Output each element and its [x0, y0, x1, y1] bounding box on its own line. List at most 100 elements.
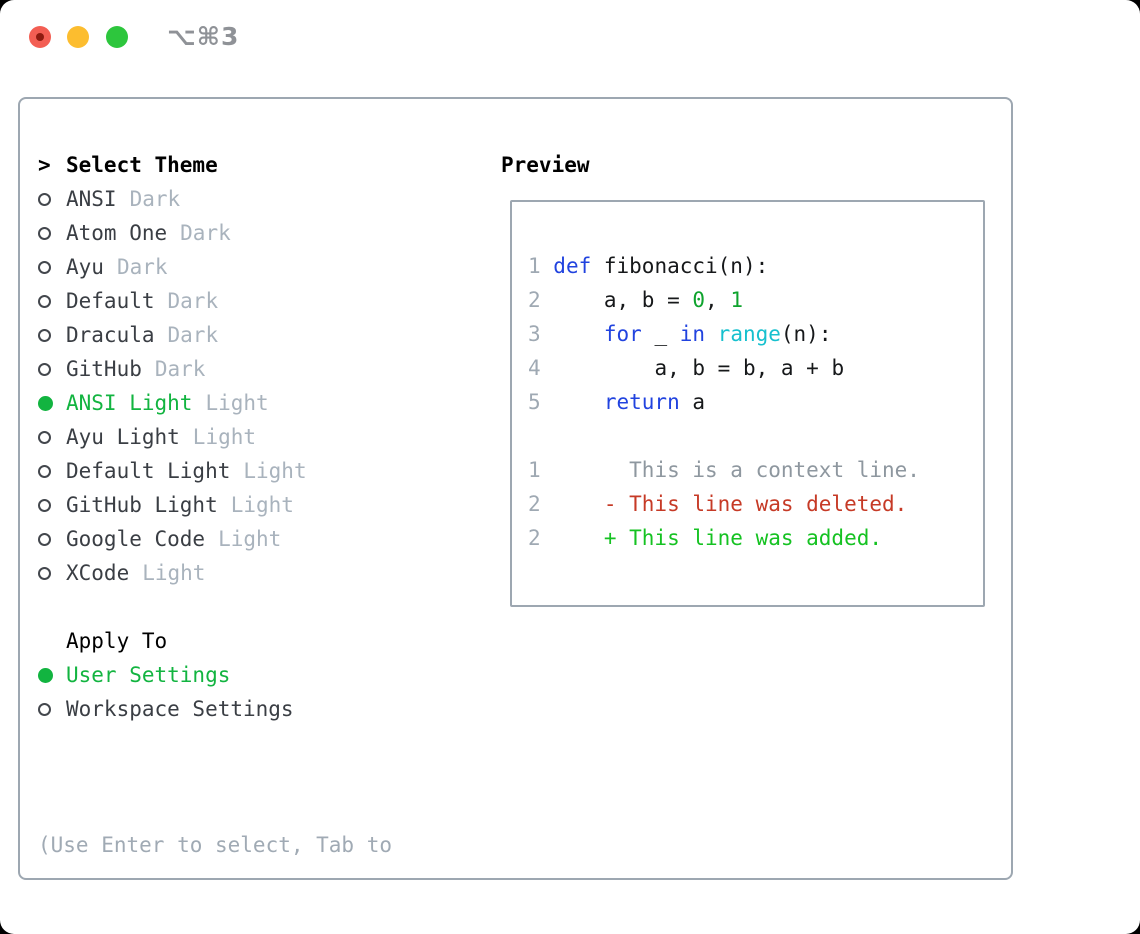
radio-column — [38, 498, 66, 512]
theme-name: GitHub — [66, 357, 142, 381]
radio-icon — [38, 362, 51, 376]
radio-icon — [38, 328, 51, 342]
radio-column — [38, 395, 66, 411]
radio-icon — [38, 532, 51, 546]
theme-name: GitHub Light — [66, 493, 218, 517]
apply-to-option-label: User Settings — [66, 663, 231, 687]
theme-option[interactable]: GitHub Light Light — [38, 488, 392, 522]
code-segment: + This line was added. — [603, 526, 883, 550]
theme-option[interactable]: GitHub Dark — [38, 352, 392, 386]
code-segment: a, b = b, a + b — [654, 356, 845, 380]
radio-icon — [38, 226, 51, 240]
code-segment: for — [603, 322, 655, 346]
line-number: 2 — [528, 288, 604, 312]
radio-column — [38, 192, 66, 206]
radio-column — [38, 566, 66, 580]
radio-column — [38, 464, 66, 478]
hint-text: (Use Enter to select, Tab to change focu… — [38, 760, 392, 934]
radio-icon — [38, 464, 51, 478]
radio-icon — [38, 702, 51, 716]
code-line: 1 This is a context line. — [528, 453, 983, 487]
radio-icon — [38, 498, 51, 512]
apply-to-header: Apply To — [38, 624, 392, 658]
theme-option[interactable]: XCode Light — [38, 556, 392, 590]
code-segment: - This line was deleted. — [603, 492, 908, 516]
theme-variant-tag: Light — [205, 391, 269, 415]
theme-panel-title: Select Theme — [66, 153, 218, 177]
line-number: 1 — [528, 458, 630, 482]
code-segment: _ — [654, 322, 680, 346]
theme-name: Dracula — [66, 323, 155, 347]
line-number: 5 — [528, 390, 604, 414]
code-segment: range — [717, 322, 781, 346]
apply-to-title: Apply To — [66, 629, 168, 653]
code-segment: This is a context line. — [629, 458, 920, 482]
code-line: 3 for _ in range(n): — [528, 317, 983, 351]
theme-panel-header: > Select Theme — [38, 148, 392, 182]
theme-variant-tag: Dark — [116, 255, 168, 279]
radio-column — [38, 430, 66, 444]
radio-column — [38, 667, 66, 683]
code-segment: a — [692, 390, 706, 414]
zoom-button[interactable] — [106, 26, 128, 48]
modified-dot-icon — [36, 33, 44, 41]
line-number: 2 — [528, 526, 604, 550]
theme-option[interactable]: ANSI Dark — [38, 182, 392, 216]
theme-variant-tag: Light — [230, 493, 294, 517]
radio-icon — [38, 430, 51, 444]
theme-name: Default — [66, 289, 155, 313]
line-number: 1 — [528, 254, 554, 278]
code-line: 2 + This line was added. — [528, 521, 983, 555]
radio-column — [38, 328, 66, 342]
theme-name: Ayu Light — [66, 425, 180, 449]
line-number: 4 — [528, 356, 655, 380]
theme-option[interactable]: Atom One Dark — [38, 216, 392, 250]
line-number: 2 — [528, 492, 604, 516]
theme-variant-tag: Light — [142, 561, 206, 585]
apply-to-option-label: Workspace Settings — [66, 697, 294, 721]
apply-to-option[interactable]: User Settings — [38, 658, 392, 692]
theme-name: Ayu — [66, 255, 104, 279]
radio-column — [38, 532, 66, 546]
code-line: 1 def fibonacci(n): — [528, 249, 983, 283]
window-title: ⌥⌘3 — [167, 22, 240, 51]
theme-name: ANSI — [66, 187, 117, 211]
code-line: 2 a, b = 0, 1 — [528, 283, 983, 317]
theme-variant-tag: Dark — [180, 221, 231, 245]
radio-column — [38, 294, 66, 308]
selected-radio-icon — [38, 667, 53, 683]
code-segment: def — [553, 254, 604, 278]
line-number: 3 — [528, 322, 604, 346]
theme-variant-tag: Dark — [129, 187, 181, 211]
radio-column — [38, 702, 66, 716]
code-segment: , — [705, 288, 731, 312]
theme-variant-tag: Dark — [154, 357, 206, 381]
theme-option[interactable]: Ayu Dark — [38, 250, 392, 284]
theme-variant-tag: Light — [243, 459, 307, 483]
radio-icon — [38, 566, 51, 580]
theme-variant-tag: Light — [218, 527, 282, 551]
minimize-button[interactable] — [67, 26, 89, 48]
radio-column — [38, 226, 66, 240]
radio-icon — [38, 192, 51, 206]
radio-column — [38, 362, 66, 376]
theme-name: Atom One — [66, 221, 168, 245]
spacer — [38, 726, 392, 760]
theme-name: XCode — [66, 561, 130, 585]
code-line: 5 return a — [528, 385, 983, 419]
preview-title: Preview — [501, 153, 590, 177]
hint-line: (Use Enter to select, Tab to — [38, 833, 393, 857]
radio-icon — [38, 260, 51, 274]
apply-to-option[interactable]: Workspace Settings — [38, 692, 392, 726]
code-segment: 0 — [692, 288, 706, 312]
close-button[interactable] — [29, 26, 51, 48]
